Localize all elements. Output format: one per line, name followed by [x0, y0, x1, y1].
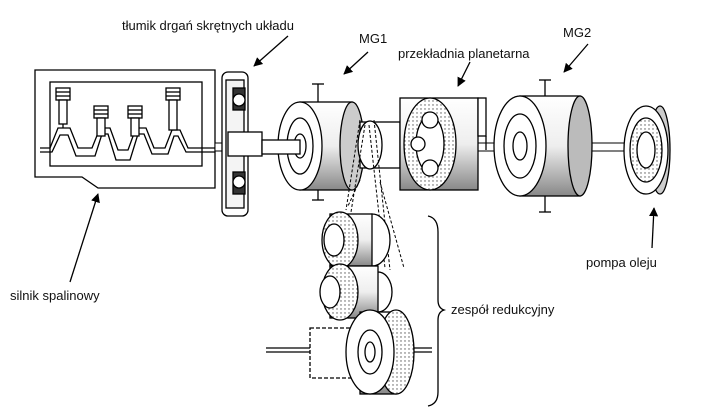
- arrow-mg2: [563, 43, 589, 73]
- arrow-damper: [253, 35, 289, 67]
- damper-label: tłumik drgań skrętnych układu: [122, 18, 294, 33]
- engine: [34, 69, 216, 189]
- mg1-motor: [261, 83, 365, 201]
- arrow-planetary: [457, 61, 471, 87]
- oil-pump: [623, 105, 671, 195]
- reduction-bracket: [427, 215, 447, 407]
- arrow-mg1: [343, 51, 369, 75]
- piston: [93, 105, 109, 137]
- torsional-damper: [221, 71, 263, 217]
- arrow-oil-pump: [649, 207, 659, 249]
- mg2-motor: [493, 79, 593, 213]
- reduction-gears: [266, 211, 432, 395]
- piston: [55, 87, 71, 128]
- callout-arrows: [69, 35, 659, 283]
- mg2-label: MG2: [563, 25, 592, 40]
- arrow-engine: [69, 193, 100, 283]
- planetary-gear: [357, 97, 487, 191]
- planetary-label: przekładnia planetarna: [398, 46, 530, 61]
- drive-chain: [345, 119, 405, 271]
- mg1-label: MG1: [359, 31, 388, 46]
- engine-label: silnik spalinowy: [10, 288, 100, 303]
- piston: [127, 105, 143, 137]
- oil-pump-label: pompa oleju: [586, 255, 657, 270]
- piston: [165, 87, 181, 131]
- reduction-label: zespół redukcyjny: [451, 302, 555, 317]
